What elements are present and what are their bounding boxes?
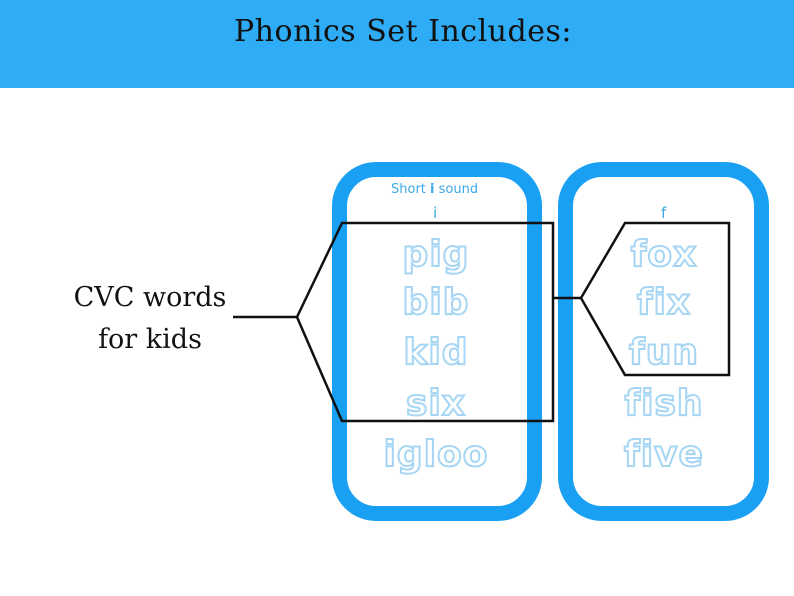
word-card-item: bib [402, 282, 470, 324]
word-card-item: fun [628, 332, 699, 374]
cvc-label-line2: for kids [98, 324, 202, 355]
short-i-letter: i [433, 204, 438, 222]
cvc-label-line1: CVC words [73, 282, 227, 313]
cvc-label: CVC words for kids [60, 277, 240, 361]
callout-bracket-left [295, 221, 555, 423]
word-card-item: six [405, 383, 466, 425]
callout-bracket-right [579, 221, 731, 377]
word-card-item: fish [623, 383, 704, 425]
word-card-item: pig [402, 234, 470, 276]
page-title: Phonics Set Includes: [234, 14, 572, 49]
letter-f-card [558, 162, 769, 521]
word-card-item: fox [630, 234, 698, 276]
header-band: Phonics Set Includes: [0, 0, 794, 88]
letter-f-heading: f [661, 204, 667, 222]
short-i-heading: Short i sound [391, 182, 479, 197]
word-card-item: kid [402, 332, 469, 374]
word-card-item: fix [636, 282, 692, 324]
word-card-item: five [623, 434, 704, 476]
word-card-item: igloo [383, 434, 489, 476]
